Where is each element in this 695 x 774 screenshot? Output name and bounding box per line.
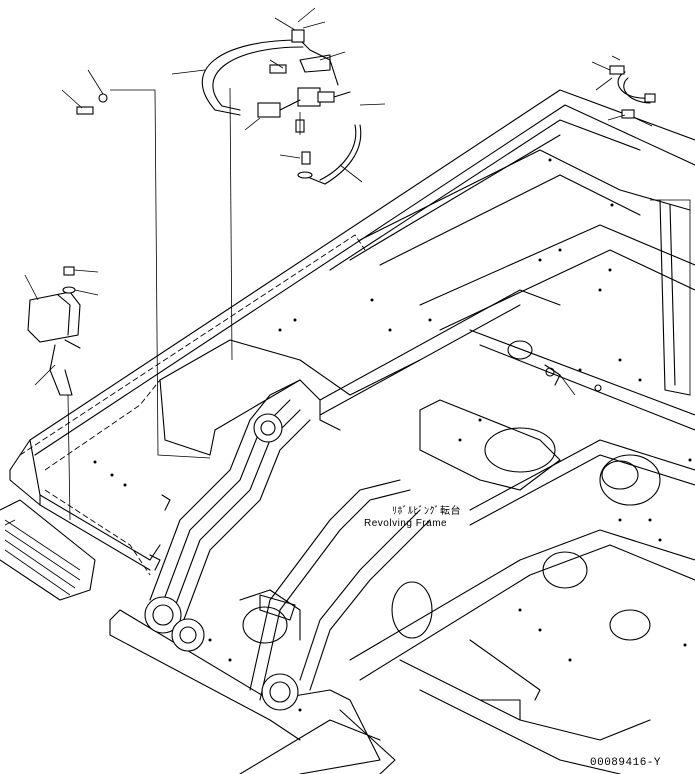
- hose-assembly-top: [61, 7, 386, 459]
- clamps: [149, 364, 602, 571]
- frame-label-en: Revolving Frame: [364, 518, 448, 529]
- fastener-dots: [93, 158, 692, 712]
- horn-assembly: [24, 266, 99, 521]
- drawing-code: 00089416-Y: [590, 757, 662, 769]
- revolving-frame: [0, 89, 695, 774]
- hose-assembly-right: [591, 55, 691, 395]
- frame-label-jp: ﾘﾎﾞﾙﾋﾞﾝｸﾞ転台: [392, 506, 461, 517]
